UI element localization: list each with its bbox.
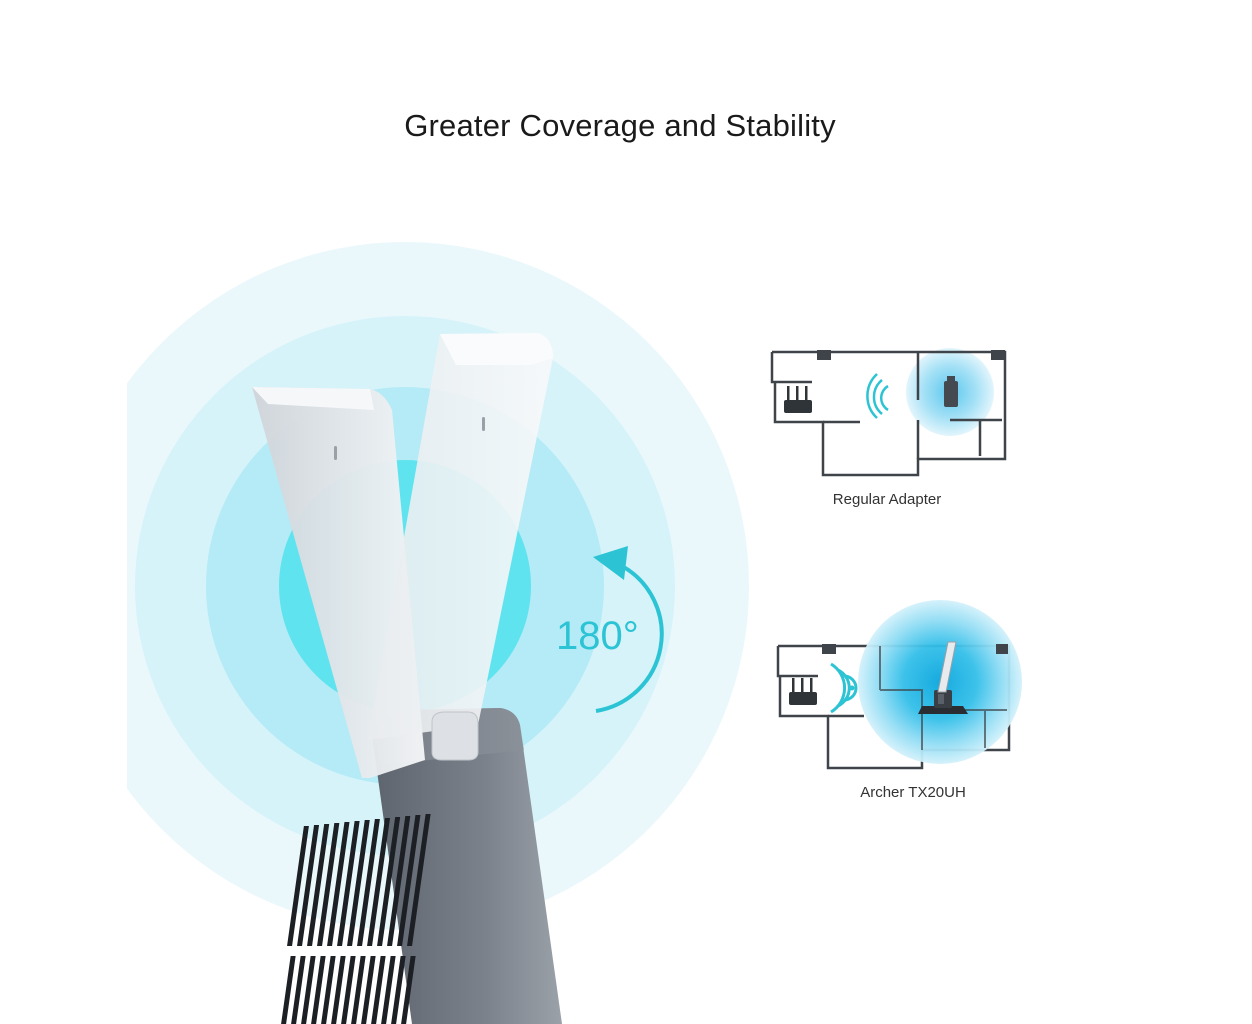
floorplan-archer — [776, 600, 1022, 770]
page-title: Greater Coverage and Stability — [404, 108, 836, 143]
usb-adapter-icon — [918, 641, 968, 714]
rotation-angle-label: 180° — [556, 614, 639, 658]
vent-grille — [281, 814, 431, 1024]
antenna-right — [368, 333, 553, 740]
router-icon — [784, 386, 812, 413]
archer-adapter-caption: Archer TX20UH — [860, 784, 966, 801]
router-icon — [789, 678, 817, 705]
usb-adapter-icon — [944, 376, 958, 407]
wifi-signal-icon — [866, 373, 889, 419]
regular-adapter-caption: Regular Adapter — [832, 491, 942, 508]
antenna-hinge — [431, 711, 479, 761]
wifi-signal-icon — [830, 662, 858, 714]
rotation-arrow-icon — [593, 546, 664, 713]
floorplan-regular — [770, 348, 1007, 477]
